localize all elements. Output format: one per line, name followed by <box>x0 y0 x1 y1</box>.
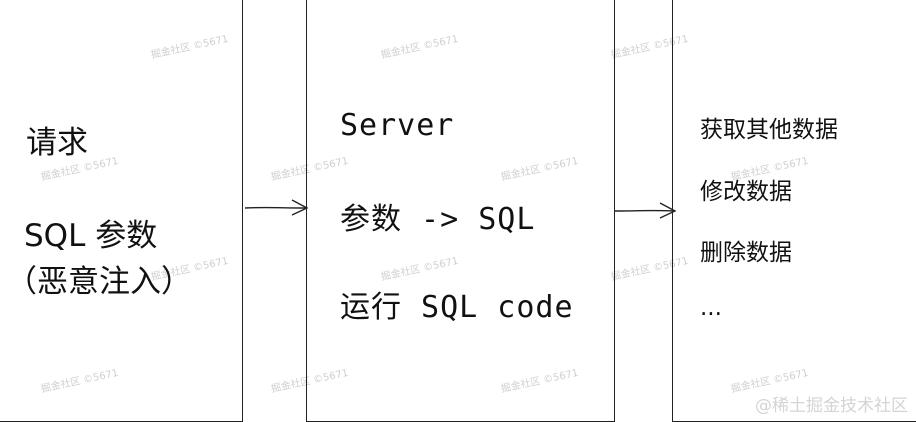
run-sql-code-label: 运行 SQL code <box>340 290 574 325</box>
arrow-right-icon <box>614 202 677 219</box>
consequence-item: ... <box>700 295 722 321</box>
arrow-right-icon <box>244 199 309 216</box>
malicious-injection-label: （恶意注入） <box>6 264 192 300</box>
param-to-sql-label: 参数 -> SQL <box>340 202 536 237</box>
consequence-item: 修改数据 <box>700 179 792 205</box>
server-title: Server <box>340 108 455 143</box>
request-label: 请求 <box>26 125 88 161</box>
consequence-item: 删除数据 <box>700 240 792 266</box>
sql-param-label: SQL 参数 <box>24 218 158 254</box>
consequence-box <box>672 0 916 422</box>
footer-watermark: @稀土掘金技术社区 <box>755 396 908 416</box>
consequence-item: 获取其他数据 <box>700 117 838 143</box>
